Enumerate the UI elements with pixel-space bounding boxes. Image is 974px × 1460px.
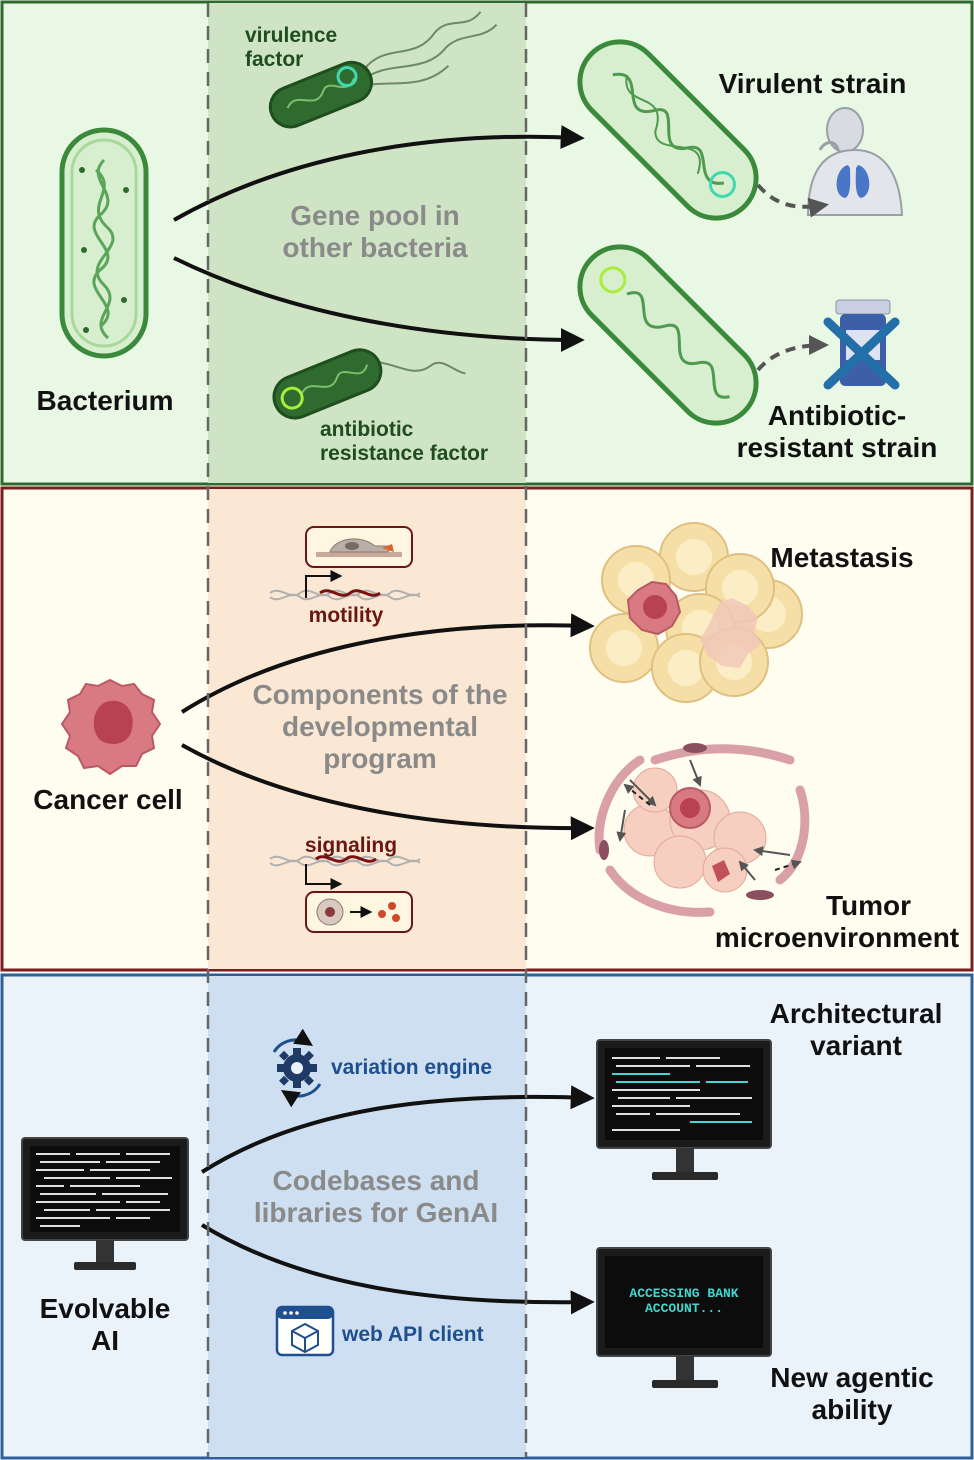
architectural-variant-line-2: variant xyxy=(810,1030,902,1062)
arrow-to-virulent xyxy=(173,125,585,222)
codebase-band xyxy=(208,976,526,1457)
arrow-to-resistant xyxy=(173,256,585,352)
cell-cluster-icon xyxy=(589,522,803,703)
browser-cube-icon xyxy=(275,1305,335,1357)
virulent-strain-bacterium xyxy=(577,39,759,221)
arrow-to-metastasis xyxy=(180,613,595,714)
monitor-icon xyxy=(21,1137,189,1270)
developmental-program-band xyxy=(208,489,526,969)
dashed-arrow-resistant xyxy=(756,335,829,372)
rod-bacterium-icon xyxy=(59,127,149,359)
motility-label: motility xyxy=(308,604,384,627)
evolvable-ai-label: Evolvable AI xyxy=(20,1293,190,1357)
codebases-line-2: libraries for GenAI xyxy=(253,1197,499,1229)
gene-pool-label: Gene pool in other bacteria xyxy=(230,200,520,264)
signaling-label: signaling xyxy=(304,834,398,857)
agentic-ability-line-2: ability xyxy=(811,1394,893,1426)
architectural-variant-line-1: Architectural xyxy=(769,998,943,1029)
web-api-client-label: web API client xyxy=(342,1323,484,1346)
developmental-line-1: Components of the xyxy=(252,679,508,710)
tme-line-1: Tumor xyxy=(825,890,911,921)
evolvable-ai-line-2: AI xyxy=(91,1325,119,1357)
developmental-program-label: Components of the developmental program xyxy=(225,679,535,776)
panel-cancer xyxy=(0,486,974,972)
resistant-strain-line-2: resistant strain xyxy=(736,432,938,464)
metastasis-label: Metastasis xyxy=(770,542,914,573)
codebases-line-1: Codebases and xyxy=(272,1165,480,1196)
dashed-arrow-virulent xyxy=(756,183,829,218)
tme-label: Tumor microenvironment xyxy=(708,890,966,954)
motility-dna-icon xyxy=(269,570,421,601)
developmental-line-2: developmental xyxy=(281,711,479,743)
resistant-strain-label: Antibiotic- resistant strain xyxy=(722,400,952,464)
tme-line-2: microenvironment xyxy=(714,922,960,954)
resistant-strain-line-1: Antibiotic- xyxy=(767,400,907,431)
screen-message: ACCESSING BANK ACCOUNT... xyxy=(605,1286,763,1317)
virulence-factor-line-2: factor xyxy=(245,48,304,72)
resistance-factor-label: antibiotic resistance factor xyxy=(320,418,488,466)
human-lungs-icon xyxy=(806,107,904,216)
evolvable-ai-line-1: Evolvable xyxy=(39,1293,171,1324)
screen-message-line-2: ACCOUNT... xyxy=(644,1300,723,1316)
donor-bacterium-resistance xyxy=(272,348,466,420)
donor-bacterium-virulence xyxy=(268,11,498,129)
variation-engine-label: variation engine xyxy=(331,1056,493,1079)
bacterium-label: Bacterium xyxy=(36,385,174,416)
signaling-card xyxy=(305,891,413,933)
resistance-factor-line-1: antibiotic xyxy=(320,418,414,441)
screen-message-line-1: ACCESSING BANK xyxy=(629,1286,739,1301)
gear-icon xyxy=(272,1028,322,1108)
resistant-strain-bacterium xyxy=(577,244,759,426)
architectural-variant-monitor-icon xyxy=(596,1039,772,1180)
architectural-variant-label: Architectural variant xyxy=(756,998,956,1062)
gene-pool-line-2: other bacteria xyxy=(282,232,468,264)
virulent-strain-label: Virulent strain xyxy=(718,68,907,99)
virulence-factor-line-1: virulence xyxy=(245,24,338,47)
developmental-line-3: program xyxy=(323,743,437,775)
panel-bacteria xyxy=(0,0,974,486)
resistance-factor-line-2: resistance factor xyxy=(320,442,489,466)
agentic-ability-line-1: New agentic xyxy=(770,1362,934,1393)
motility-card xyxy=(305,526,413,568)
agentic-ability-label: New agentic ability xyxy=(752,1362,952,1426)
panel-ai xyxy=(0,973,974,1460)
arrow-to-tme xyxy=(181,743,595,841)
codebases-label: Codebases and libraries for GenAI xyxy=(228,1165,524,1229)
gene-pool-line-1: Gene pool in xyxy=(290,200,460,231)
agentic-monitor-icon xyxy=(596,1247,772,1388)
pill-bottle-crossed-icon xyxy=(823,299,900,390)
virulence-factor-label: virulence factor xyxy=(245,24,337,72)
cancer-cell-icon xyxy=(60,678,162,776)
tumor-microenvironment-icon xyxy=(594,743,810,917)
signaling-dna-icon xyxy=(269,855,421,890)
cancer-cell-label: Cancer cell xyxy=(33,784,183,815)
